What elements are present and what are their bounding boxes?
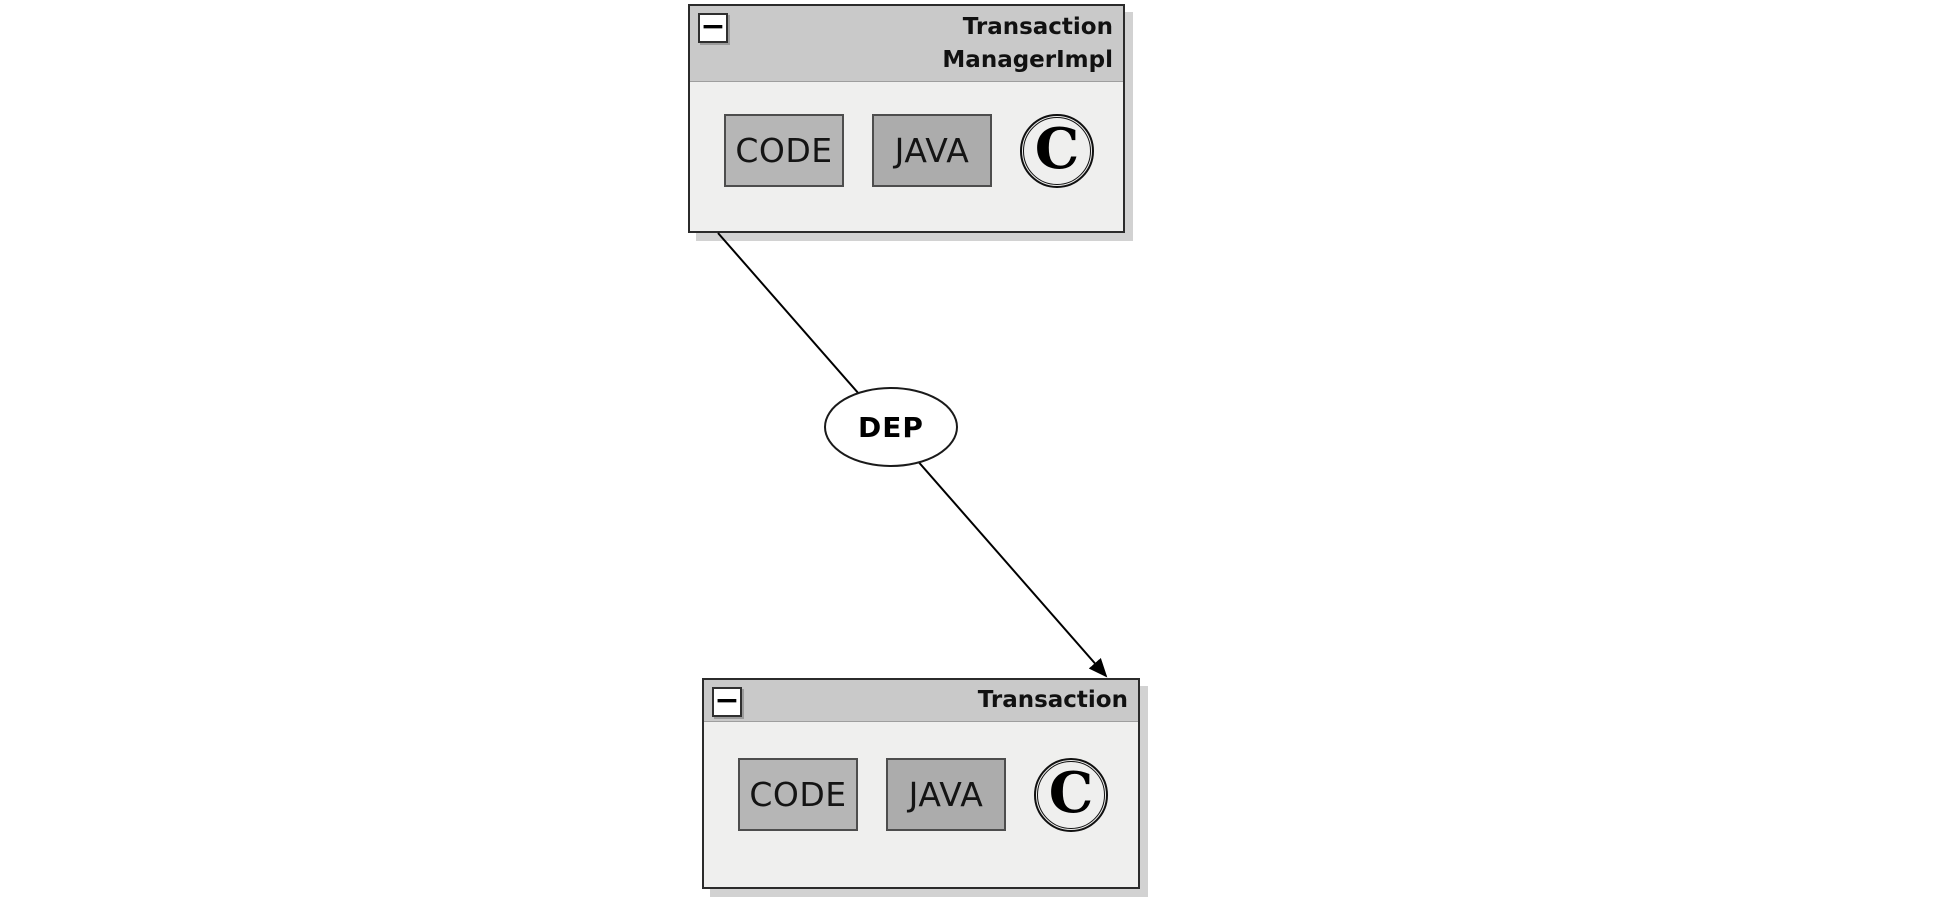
node-title: Transaction: [978, 684, 1128, 717]
node-transaction[interactable]: − Transaction CODE JAVA C: [702, 678, 1140, 889]
class-circle-letter: C: [1048, 759, 1094, 826]
java-badge: JAVA: [872, 114, 992, 187]
node-title-line: ManagerImpl: [942, 47, 1113, 73]
java-badge: JAVA: [886, 758, 1006, 831]
node-body: CODE JAVA C: [690, 82, 1123, 231]
node-title-line: Transaction: [977, 687, 1128, 713]
node-body: CODE JAVA C: [704, 722, 1138, 887]
class-circle-letter: C: [1034, 115, 1080, 182]
class-circle-icon: C: [1034, 757, 1108, 832]
class-circle-icon: C: [1020, 113, 1094, 188]
code-badge: CODE: [724, 114, 844, 187]
node-title: Transaction ManagerImpl: [942, 11, 1113, 77]
minimize-button[interactable]: −: [712, 686, 742, 717]
node-titlebar: − Transaction ManagerImpl: [690, 6, 1123, 82]
edge-label-ellipse[interactable]: [824, 387, 958, 467]
node-title-line: Transaction: [962, 14, 1113, 40]
node-titlebar: − Transaction: [704, 680, 1138, 722]
minimize-button[interactable]: −: [698, 12, 728, 43]
code-badge: CODE: [738, 758, 858, 831]
node-transaction-manager-impl[interactable]: − Transaction ManagerImpl CODE JAVA C: [688, 4, 1125, 233]
